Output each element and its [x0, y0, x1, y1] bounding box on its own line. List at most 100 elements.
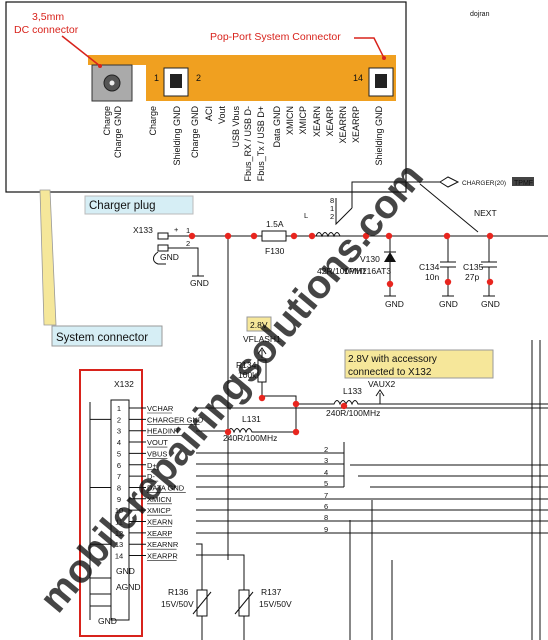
vflash-net: VFLASH1 [243, 334, 281, 344]
connector-top-strip [88, 55, 396, 65]
bus-number: 4 [324, 468, 328, 477]
c134-val: 10n [425, 272, 439, 282]
connector-pin-label: Shielding GND [374, 106, 384, 166]
test-point-dot [386, 280, 394, 288]
x132-red-outline [79, 369, 143, 637]
gnd-a: GND [160, 252, 179, 262]
test-point-dot [290, 232, 298, 240]
x132-net-label: XEARP [147, 529, 172, 538]
popport-left-socket-inner [170, 74, 182, 88]
r134-ref: R134 [236, 360, 257, 370]
x132-pin-number: 1 [117, 404, 121, 413]
bus-number: 5 [324, 479, 328, 488]
x132-net-label: CHARGER GND [147, 415, 204, 424]
x132-pin-number: 7 [117, 472, 121, 481]
vaux-tag-1: 2.8V with accessory [348, 354, 437, 365]
connector-illustration: 1 2 14 3,5mm DC connector Pop-Port Syste… [5, 1, 490, 193]
charger-gnd-wire [168, 247, 199, 276]
popport-right-socket-inner [375, 74, 387, 88]
charger-net-label: CHARGER(20) [462, 180, 506, 187]
cap-c134 [440, 236, 456, 297]
test-point-dot [385, 232, 393, 240]
x133-pin1-num: 1 [186, 226, 190, 235]
x132-net-label: XMICP [147, 506, 171, 515]
x133-plus: + [174, 225, 179, 234]
x132-agnd: AGND [116, 582, 141, 592]
dc-connector-label-1: 3,5mm [32, 11, 64, 23]
connector-pin-label: XEARRN [338, 106, 348, 144]
diode-v130 [384, 252, 396, 262]
test-point-dot [340, 402, 348, 410]
l133-val: 240R/100MHz [326, 408, 380, 418]
x132-net-label: XEARNR [147, 540, 179, 549]
gnd-d: GND [439, 299, 458, 309]
connector-pin-label: ACI [204, 106, 214, 121]
x132-pin-number: 6 [117, 461, 121, 470]
l-label: L [304, 211, 308, 220]
vflash-tag-box [246, 316, 272, 332]
x132-net-label: HEADINT [147, 427, 180, 436]
r134-val: 100k [238, 370, 257, 380]
x132-pin-number: 14 [115, 552, 123, 561]
bus-number: 8 [324, 513, 328, 522]
system-connector-label: System connector [56, 332, 148, 344]
test-point-dot [188, 232, 196, 240]
l131-ref: L131 [242, 414, 261, 424]
x133-pin2-body [157, 244, 169, 252]
right-edge-rails [531, 340, 541, 640]
test-point-dot [258, 394, 266, 402]
fuse-ref: F130 [265, 246, 285, 256]
test-point-dot [250, 232, 258, 240]
r136-val: 15V/50V [161, 599, 194, 609]
charger-circuit: Charger plug X133 + 1 2 GND GND 1.5A F13… [84, 176, 548, 560]
vaux-circuit: 2.8V with accessory connected to X132 VA… [296, 349, 548, 418]
vaux-tag-2: connected to X132 [348, 367, 432, 378]
x132-pin-number: 10 [115, 506, 123, 515]
varistors: R136 15V/50V R137 15V/50V [161, 577, 292, 640]
test-point-dot [486, 278, 494, 286]
xear-r-wires [196, 543, 245, 577]
x132-net-label: VBUS [147, 449, 167, 458]
l133-ref: L133 [343, 386, 362, 396]
sw-n-c: 2 [330, 212, 334, 221]
connector-pin-label: Charge GND [190, 106, 200, 159]
x132-net-label: VCHAR [147, 404, 174, 413]
connector-pin-label: Charge [148, 106, 158, 136]
bus-number: 7 [324, 491, 328, 500]
x132-net-label: XMICN [147, 495, 171, 504]
connector-pin-label: Charge GND [113, 106, 123, 159]
x132-pin-number: 12 [115, 529, 123, 538]
diode-val: 1PMT16AT3 [344, 266, 391, 276]
x132-net-label: D- [147, 472, 155, 481]
test-point-dot [444, 278, 452, 286]
cap-c135 [481, 236, 497, 297]
x133-pin2-num: 2 [186, 239, 190, 248]
vaux-net: VAUX2 [368, 379, 396, 389]
test-point-dot [292, 400, 300, 408]
pin-num-last: 14 [353, 73, 363, 83]
test-point-dot [308, 232, 316, 240]
x132-net-label: VOUT [147, 438, 168, 447]
connector-callout-wedge [39, 189, 57, 326]
pin-num-second: 2 [196, 73, 201, 83]
l131-val: 240R/100MHz [223, 433, 277, 443]
top-right-tag: dojran [470, 11, 490, 18]
charger-net-port [439, 176, 460, 188]
c135-val: 27p [465, 272, 479, 282]
x132-gnd2: GND [98, 616, 117, 626]
connector-pin-label: Fbus_RX / USB D- [243, 106, 253, 182]
bus-number: 2 [324, 445, 328, 454]
test-point-dot [486, 232, 494, 240]
c134-ref: C134 [419, 262, 440, 272]
popport-label: Pop-Port System Connector [210, 31, 341, 43]
connector-pin-label: Shielding GND [172, 106, 182, 166]
connector-pin-label: XMICP [298, 106, 308, 135]
fuse-val: 1.5A [266, 219, 284, 229]
popport-leader-dot [382, 56, 386, 60]
connector-pin-label: Charge [102, 106, 112, 136]
x132-ref: X132 [114, 379, 134, 389]
